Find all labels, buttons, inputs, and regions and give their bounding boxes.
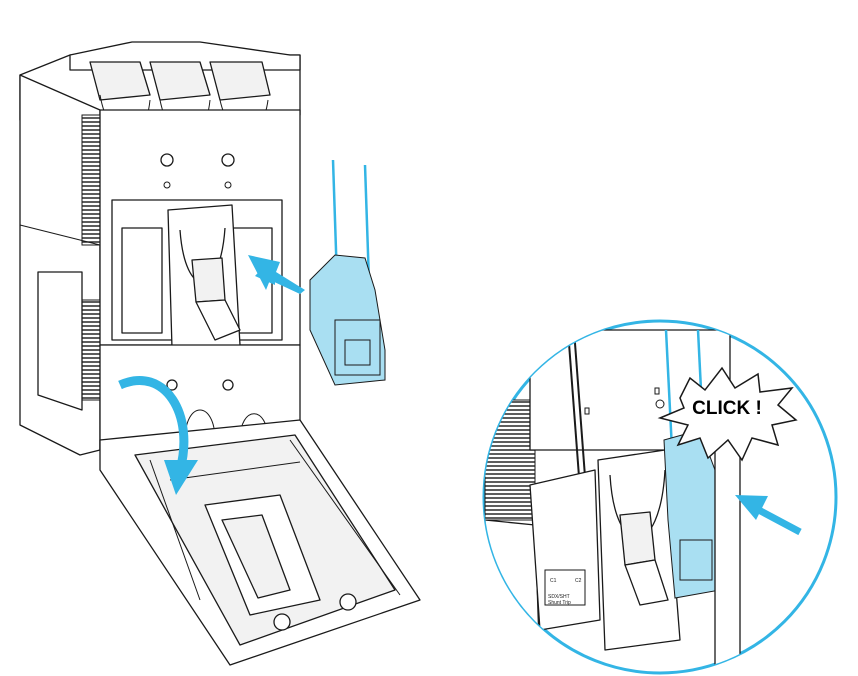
label-model: SDX/SHT bbox=[548, 594, 570, 600]
label-c2: C2 bbox=[575, 578, 582, 584]
insert-arrow-icon bbox=[248, 255, 305, 294]
open-terminal-cover bbox=[99, 419, 421, 666]
curved-arrow-icon bbox=[118, 376, 198, 495]
click-label: CLICK ! bbox=[692, 398, 762, 419]
left-housing bbox=[19, 74, 105, 456]
breaker-toggle-handle bbox=[167, 204, 241, 349]
zoom-toggle-handle bbox=[597, 449, 681, 651]
existing-accessory: C1 C2 SDX/SHT Shunt Trip bbox=[529, 329, 601, 631]
zoom-detail: C1 C2 SDX/SHT Shunt Trip bbox=[482, 319, 838, 675]
circuit-breaker bbox=[19, 41, 421, 666]
label-function: Shunt Trip bbox=[548, 600, 571, 606]
push-arrow-icon bbox=[735, 495, 802, 536]
click-starburst-icon: CLICK ! bbox=[657, 366, 798, 462]
shunt-trip-module bbox=[309, 159, 386, 386]
label-c1: C1 bbox=[550, 578, 557, 584]
